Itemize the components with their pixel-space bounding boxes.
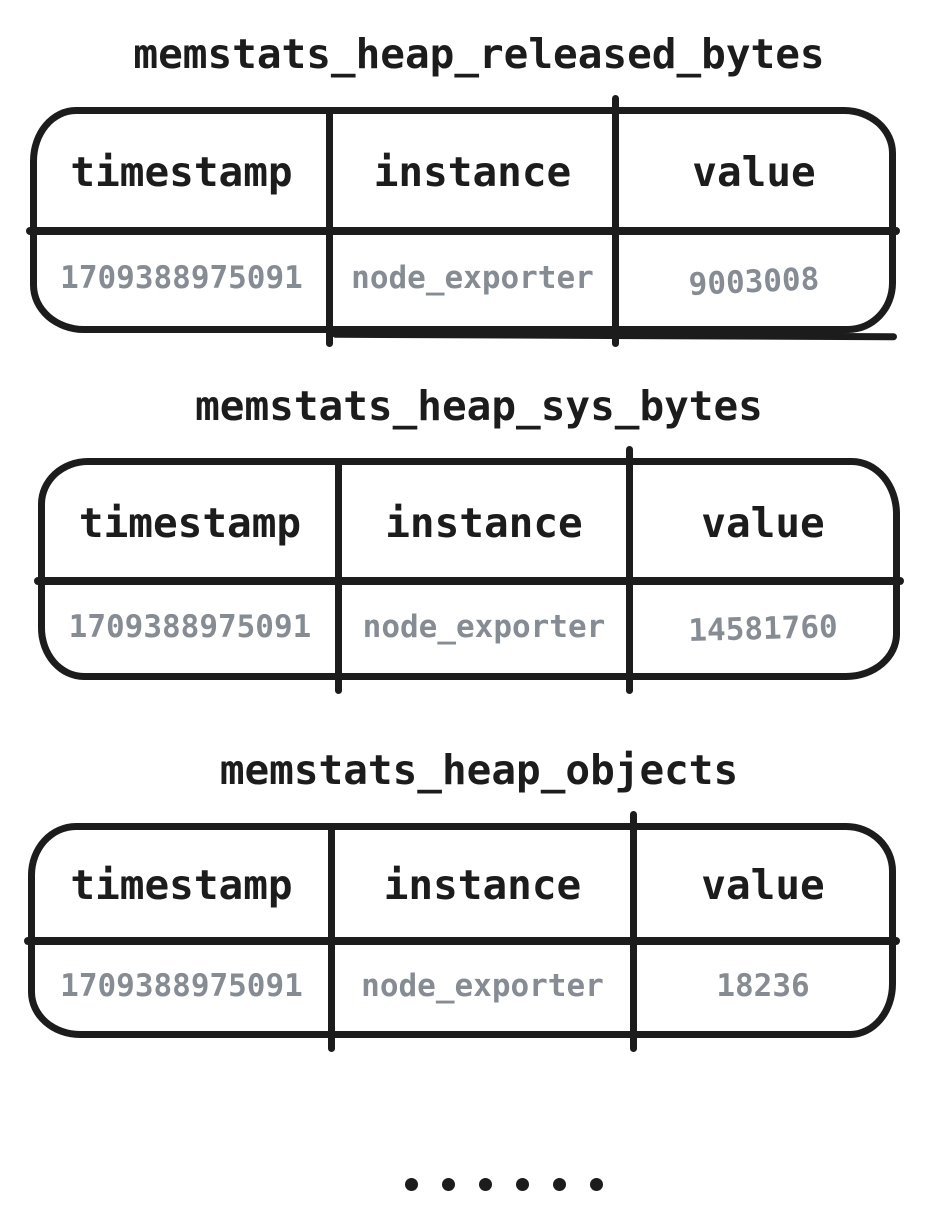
metric-table: timestamp instance value 1709388975091 n…	[24, 811, 900, 1052]
metric-title: memstats_heap_objects	[219, 746, 739, 794]
header-row-divider	[24, 937, 900, 945]
column-header-timestamp: timestamp	[37, 114, 333, 230]
ellipsis-dot	[516, 1178, 529, 1191]
ellipsis-dot	[405, 1178, 418, 1191]
cell-timestamp: 1709388975091	[35, 940, 335, 1031]
metric-block-heap-released-bytes: memstats_heap_released_bytes timestamp i…	[0, 28, 930, 347]
ellipsis-dot	[553, 1178, 566, 1191]
sketch-overshoot-tick	[630, 1026, 637, 1052]
metric-block-heap-objects: memstats_heap_objects timestamp instance…	[0, 744, 930, 1052]
header-row-divider	[26, 227, 900, 235]
metric-table: timestamp instance value 1709388975091 n…	[34, 446, 904, 694]
sketch-overshoot-tick	[626, 446, 633, 470]
sketch-overshoot-tick	[326, 321, 333, 347]
sketch-overshoot-tick	[626, 668, 633, 694]
metric-title: memstats_heap_released_bytes	[133, 30, 825, 78]
cell-value: 14581760	[687, 608, 839, 649]
sketch-double-stroke	[331, 330, 898, 341]
metric-title: memstats_heap_sys_bytes	[195, 382, 763, 430]
metric-table: timestamp instance value 1709388975091 n…	[26, 95, 900, 347]
sketch-overshoot-tick	[335, 668, 342, 694]
sketch-overshoot-tick	[328, 1026, 335, 1052]
ellipsis-dot	[590, 1178, 603, 1191]
cell-timestamp: 1709388975091	[37, 230, 333, 326]
cell-value: 18236	[716, 967, 810, 1004]
cell-timestamp: 1709388975091	[45, 580, 342, 673]
cell-value: 9003008	[687, 261, 821, 303]
cell-instance: node_exporter	[333, 230, 619, 326]
sketch-overshoot-tick	[612, 95, 619, 119]
column-header-instance: instance	[342, 465, 633, 580]
cell-instance: node_exporter	[335, 940, 637, 1031]
column-header-value: value	[701, 861, 825, 909]
ellipsis-dot	[442, 1178, 455, 1191]
header-row-divider	[34, 577, 904, 585]
column-header-value: value	[692, 148, 816, 196]
ellipsis-dots	[39, 1178, 930, 1191]
sketch-overshoot-tick	[630, 811, 637, 835]
cell-instance: node_exporter	[342, 580, 633, 673]
column-header-timestamp: timestamp	[35, 830, 335, 940]
ellipsis-dot	[479, 1178, 492, 1191]
column-header-instance: instance	[333, 114, 619, 230]
column-header-timestamp: timestamp	[45, 465, 342, 580]
column-header-value: value	[701, 498, 825, 547]
metric-block-heap-sys-bytes: memstats_heap_sys_bytes timestamp instan…	[0, 380, 930, 694]
column-header-instance: instance	[335, 830, 637, 940]
